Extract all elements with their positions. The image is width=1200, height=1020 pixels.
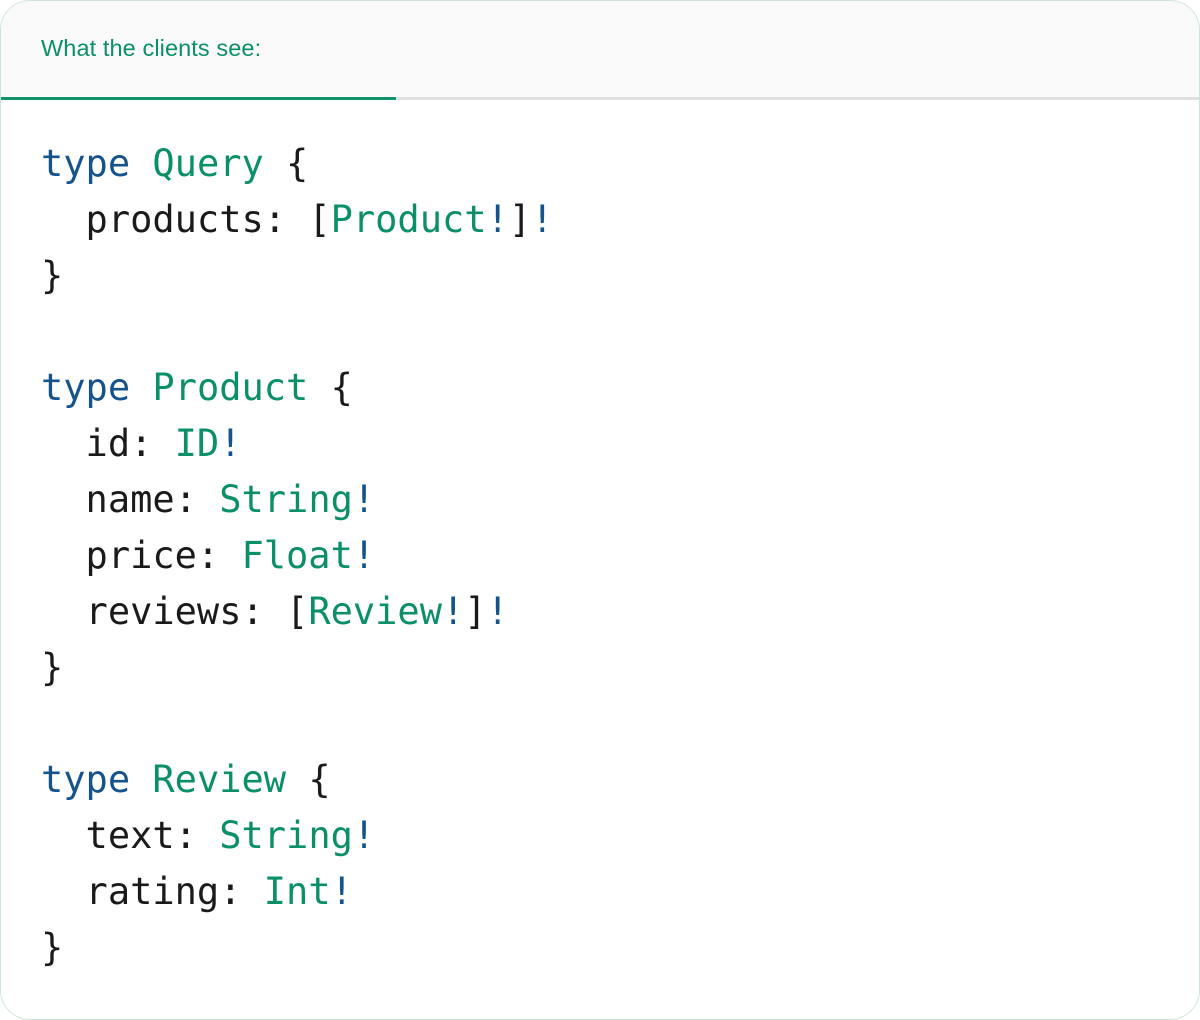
code-token-bang: ! [441,590,465,633]
code-token-bang: ! [531,198,554,241]
tab-what-the-clients-see[interactable]: What the clients see: [41,35,262,61]
code-line: type Product { [41,360,1199,416]
code-line: reviews: [Review!]! [41,584,1199,640]
code-token-kw: type [41,366,131,409]
code-token-type: String [219,478,353,521]
code-token-type: Review [308,590,442,633]
code-token-bang: ! [352,814,376,857]
code-token-fld: text: [41,814,220,857]
code-token-fld: reviews: [41,590,287,633]
code-token-pun: [ [308,198,331,241]
code-token-pun: { [286,758,331,801]
code-token-bang: ! [486,590,509,633]
code-area: type Query { products: [Product!]!} type… [1,100,1199,1019]
code-token-type: Int [263,870,331,913]
code-token-pun [130,366,152,409]
graphql-schema-code: type Query { products: [Product!]!} type… [1,136,1199,976]
code-token-pun: } [41,646,64,689]
code-token-fld: id: [41,422,175,465]
code-line [41,304,1199,360]
code-token-type: ID [174,422,220,465]
code-token-pun: { [263,142,309,185]
code-line: type Review { [41,752,1199,808]
tab-strip-divider [1,97,1199,100]
code-token-bang: ! [219,422,242,465]
code-line: text: String! [41,808,1199,864]
code-token-kw: type [41,142,131,185]
code-line [41,696,1199,752]
code-line: price: Float! [41,528,1199,584]
code-token-pun: { [308,366,353,409]
code-token-type: Product [330,198,487,241]
code-token-fld: products: [41,198,309,241]
active-tab-underline [1,97,396,100]
code-line: type Query { [41,136,1199,192]
code-line: rating: Int! [41,864,1199,920]
tab-strip: What the clients see: [1,1,1199,100]
code-line: } [41,920,1199,976]
code-token-type: Query [152,142,264,185]
code-token-type: String [219,814,353,857]
code-token-pun [130,142,152,185]
code-token-bang: ! [352,534,376,577]
code-line: products: [Product!]! [41,192,1199,248]
code-token-fld: price: [41,534,242,577]
code-token-pun: [ [286,590,309,633]
code-line: } [41,640,1199,696]
code-token-bang: ! [352,478,376,521]
code-token-pun [130,758,152,801]
code-token-pun: } [41,254,64,297]
code-token-pun: ] [464,590,487,633]
code-token-bang: ! [486,198,509,241]
code-token-pun: } [41,926,64,969]
code-line: id: ID! [41,416,1199,472]
code-token-fld: rating: [41,870,264,913]
code-token-pun: ] [508,198,532,241]
code-token-bang: ! [330,870,353,913]
code-line: name: String! [41,472,1199,528]
code-token-fld: name: [41,478,220,521]
code-token-type: Float [241,534,353,577]
code-token-type: Product [152,366,309,409]
code-token-kw: type [41,758,131,801]
code-line: } [41,248,1199,304]
code-token-type: Review [152,758,287,801]
